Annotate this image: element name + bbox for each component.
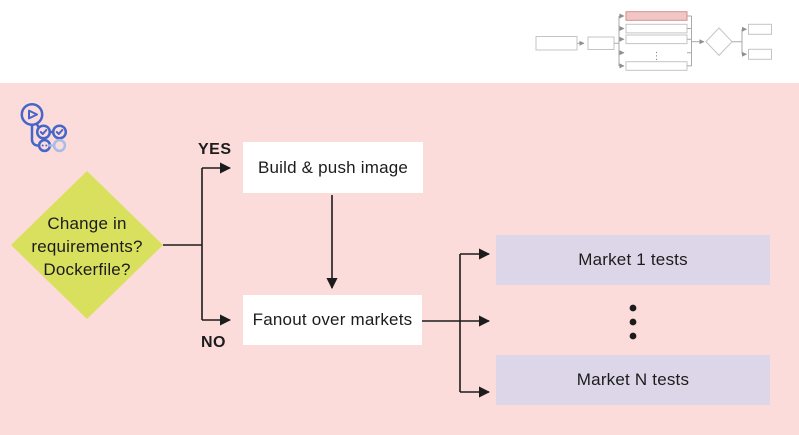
top-strip: ⋮ [0, 0, 799, 83]
node-market-1-tests: Market 1 tests [496, 235, 770, 285]
no-label: NO [201, 334, 226, 351]
minimap-end-node-2 [748, 48, 772, 60]
vertical-ellipsis-dots [629, 304, 637, 340]
minimap-fanout-node-2 [625, 34, 688, 45]
decision-line-1: Change in [47, 214, 127, 233]
node-market-n-tests: Market N tests [496, 355, 770, 405]
flow-connectors [11, 162, 637, 398]
decision-line-2: requirements? [31, 237, 143, 256]
minimap-decision-diamond [705, 27, 733, 57]
minimap-step-node [587, 36, 615, 50]
node-fanout-over-markets: Fanout over markets [243, 295, 422, 345]
minimap-fanout-node-n [625, 61, 688, 71]
node-build-push-image: Build & push image [243, 142, 423, 193]
minimap-fanout-node-1 [625, 23, 688, 34]
flowchart-area: Change in requirements? Dockerfile? YES … [0, 83, 799, 435]
workflow-minimap: ⋮ [535, 11, 772, 71]
minimap-end-node-1 [748, 23, 772, 35]
minimap-highlighted-node [625, 11, 688, 21]
minimap-ellipsis: ⋮ [652, 51, 662, 62]
decision-line-3: Dockerfile? [43, 260, 131, 279]
minimap-start-node [535, 36, 578, 51]
decision-diamond-shape [11, 171, 163, 319]
decision-diamond-label: Change in requirements? Dockerfile? [7, 212, 167, 281]
yes-label: YES [198, 141, 232, 158]
github-actions-icon [20, 103, 68, 153]
